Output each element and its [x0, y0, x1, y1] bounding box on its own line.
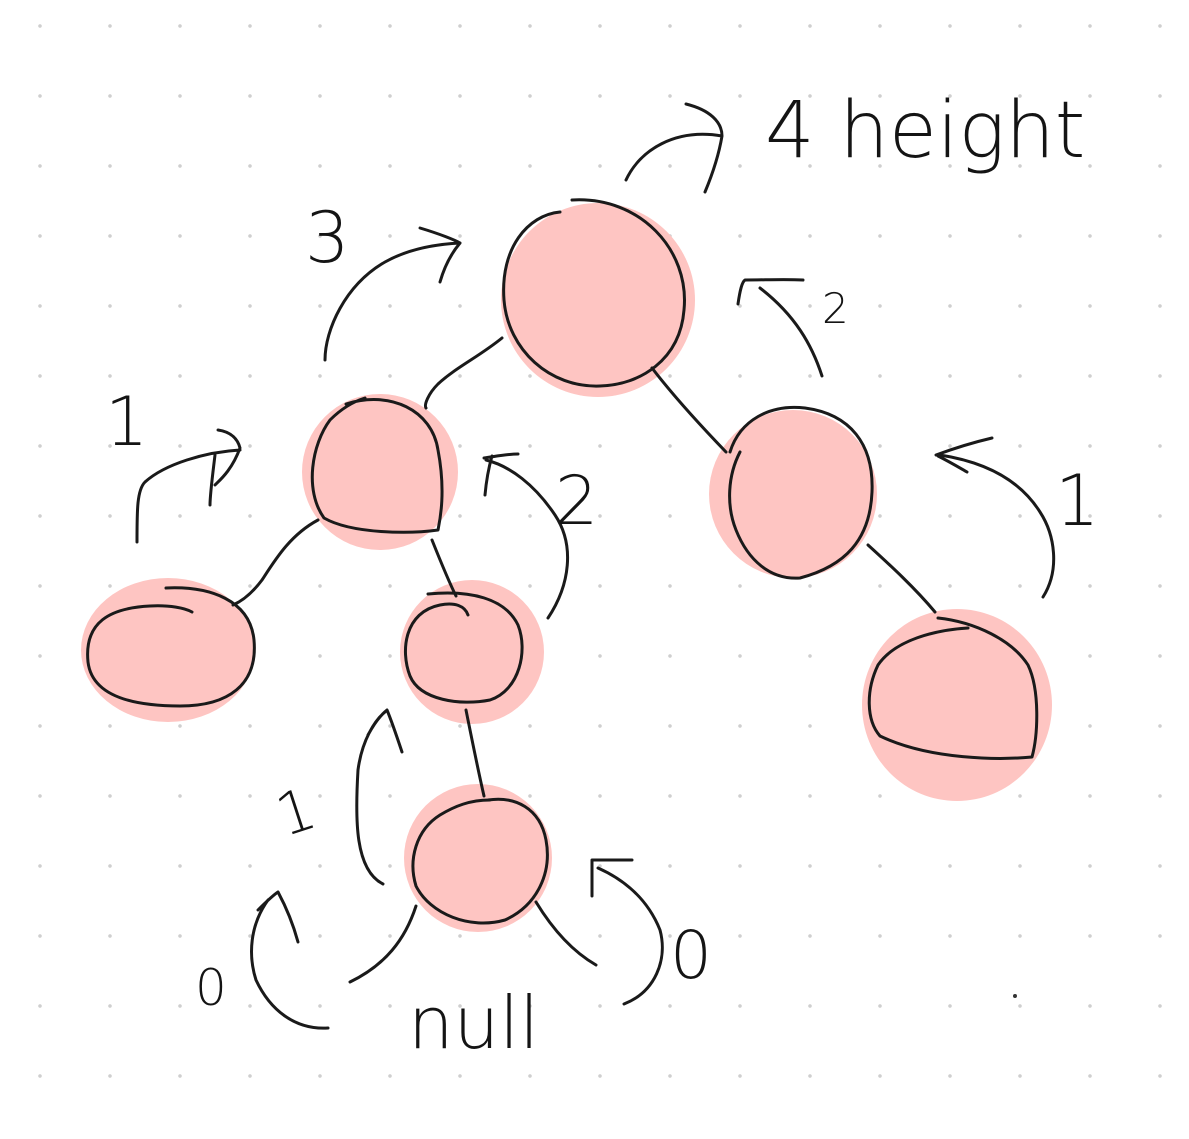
arrow-null-left-to-bottom	[250, 890, 330, 1030]
node-outlines	[86, 198, 1039, 925]
edge-left-leftright	[430, 538, 458, 598]
edge-bottom-null-left	[348, 904, 418, 984]
label-null-left-height: 0	[195, 959, 227, 1017]
arrow-right-to-root	[736, 278, 824, 378]
node-fill-left	[302, 394, 458, 550]
node-outline-left-right	[403, 591, 524, 704]
node-outline-left-right-left	[411, 797, 549, 925]
node-outline-right-right	[867, 616, 1039, 760]
label-right-right-height: 1	[1055, 460, 1100, 542]
arrow-leftleft-to-left	[135, 428, 242, 544]
node-fill-left-right-left	[404, 784, 552, 932]
node-outline-left-left	[86, 586, 256, 708]
arrow-leftright-to-left	[482, 452, 570, 620]
label-left-left-height: 1	[105, 383, 148, 462]
node-fill-right-right	[862, 609, 1052, 801]
node-fills	[81, 203, 1052, 932]
node-outline-right	[728, 405, 874, 580]
label-null: null	[408, 981, 539, 1065]
node-fill-root	[501, 203, 695, 397]
node-outline-left	[310, 396, 444, 534]
edge-root-left	[424, 336, 504, 410]
node-fill-right	[709, 410, 877, 578]
edge-right-rightright	[866, 543, 937, 614]
edge-root-right	[650, 366, 728, 454]
edge-leftright-bottom	[464, 708, 486, 798]
arrow-bottom-to-leftright	[355, 708, 404, 886]
label-null-right-height: 0	[670, 917, 712, 994]
edge-left-leftleft	[231, 518, 320, 607]
arrow-root-up	[624, 102, 724, 194]
arrow-null-right-to-bottom	[590, 858, 664, 1006]
label-bottom-node-height: 1	[268, 774, 324, 850]
tree-edges	[231, 336, 937, 984]
height-arrows	[135, 102, 1056, 1030]
arrow-rightright-to-right	[934, 436, 1056, 599]
arrow-left-to-root	[323, 226, 462, 362]
node-outline-root	[502, 198, 686, 388]
node-fill-left-left	[81, 578, 255, 722]
label-root-height: 4 height	[765, 86, 1085, 176]
stray-dot	[1013, 994, 1017, 998]
label-left-height: 3	[305, 197, 350, 279]
label-right-height: 2	[822, 284, 849, 333]
height-labels: 4 height 3 2 1 2 1 1 0 0 null	[105, 86, 1100, 1065]
label-left-right-height: 2	[555, 462, 598, 541]
edge-bottom-null-right	[534, 900, 598, 967]
